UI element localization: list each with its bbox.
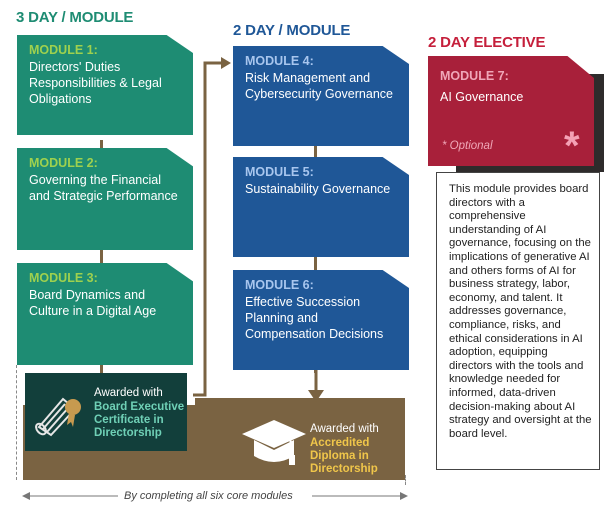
dashed-divider — [16, 365, 17, 480]
module-title: MODULE 7: — [440, 69, 509, 83]
module-desc: Sustainability Governance — [245, 182, 391, 196]
module-3-card[interactable]: MODULE 3: Board Dynamics and Culture in … — [17, 263, 193, 365]
module-desc: Risk Management and Cybersecurity Govern… — [245, 71, 393, 101]
module-2-card[interactable]: MODULE 2: Governing the Financial and St… — [17, 148, 193, 250]
award2-prefix: Awarded with — [310, 423, 379, 435]
connector-left — [100, 140, 103, 376]
module-7-card[interactable]: MODULE 7: AI Governance * Optional * — [428, 56, 594, 166]
module-desc: Effective Succession Planning and Compen… — [245, 295, 384, 341]
module-1-card[interactable]: MODULE 1: Directors' Duties Responsibili… — [17, 35, 193, 135]
module-desc: AI Governance — [440, 90, 524, 104]
graduation-cap-icon — [242, 420, 306, 465]
award1-prefix: Awarded with — [94, 387, 163, 399]
arrow-down-icon — [308, 370, 324, 402]
elective-description: This module provides board directors wit… — [436, 172, 600, 470]
optional-label: * Optional — [442, 140, 493, 152]
module-desc: Board Dynamics and Culture in a Digital … — [29, 288, 157, 318]
header-elective: 2 DAY ELECTIVE — [428, 34, 546, 51]
module-4-card[interactable]: MODULE 4: Risk Management and Cybersecur… — [233, 46, 409, 146]
award-panel-right — [195, 398, 405, 480]
module-title: MODULE 6: — [245, 278, 314, 292]
certificate-scroll-icon — [35, 397, 81, 437]
module-desc: Directors' Duties Responsibilities & Leg… — [29, 60, 162, 106]
footer-text: By completing all six core modules — [124, 490, 293, 502]
arrow-right-icon — [193, 57, 231, 397]
award1-name: Board Executive Certificate in Directors… — [94, 401, 185, 439]
dashed-divider — [405, 475, 406, 485]
module-6-card[interactable]: MODULE 6: Effective Succession Planning … — [233, 270, 409, 370]
header-two-day: 2 DAY / MODULE — [233, 22, 351, 39]
module-title: MODULE 5: — [245, 165, 314, 179]
award2-name: Accredited Diploma in Directorship — [310, 437, 378, 475]
module-desc: Governing the Financial and Strategic Pe… — [29, 173, 178, 203]
module-5-card[interactable]: MODULE 5: Sustainability Governance — [233, 157, 409, 257]
module-title: MODULE 3: — [29, 271, 98, 285]
module-title: MODULE 4: — [245, 54, 314, 68]
module-title: MODULE 2: — [29, 156, 98, 170]
footer-span-line — [22, 492, 408, 500]
module-title: MODULE 1: — [29, 43, 98, 57]
asterisk-icon: * — [564, 124, 580, 168]
header-three-day: 3 DAY / MODULE — [16, 9, 134, 26]
